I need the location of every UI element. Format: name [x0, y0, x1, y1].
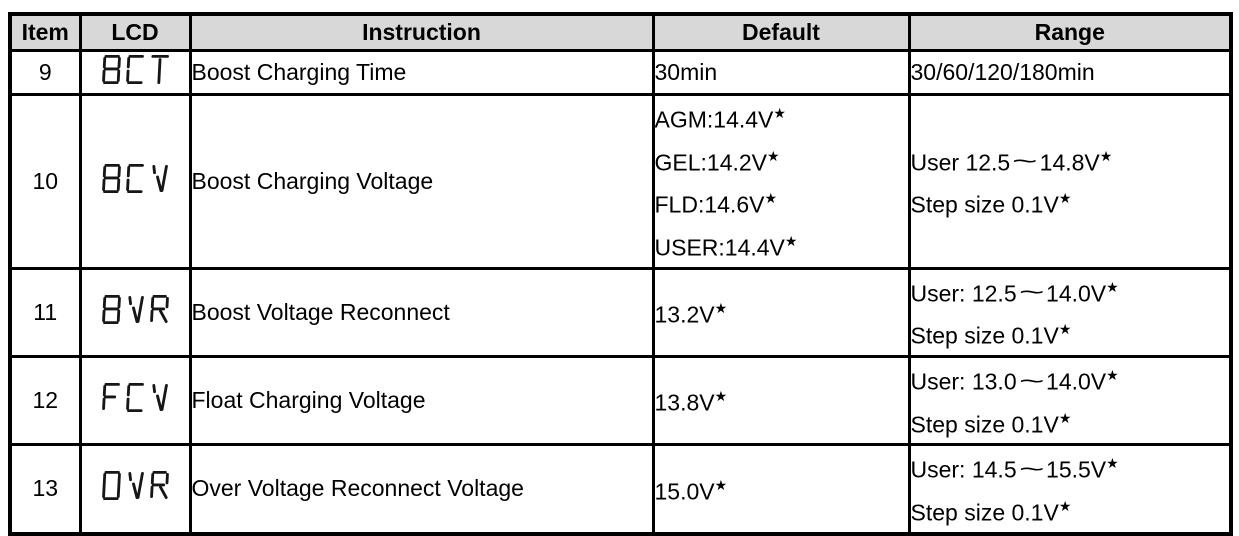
- item-number-cell: 12: [10, 356, 80, 444]
- item-number-cell: 9: [10, 51, 80, 95]
- range-value-line: User: 13.0~14.0V★: [911, 358, 1230, 401]
- range-value-line: User: 12.5~14.0V★: [911, 270, 1230, 313]
- instruction-cell: Float Charging Voltage: [190, 356, 653, 444]
- star-footnote-mark: ★: [1100, 148, 1113, 164]
- range-value-cell: User: 14.5~15.5V★Step size 0.1V★: [909, 445, 1231, 534]
- lcd-cell: [80, 356, 190, 444]
- lcd-char-t: [148, 53, 171, 86]
- star-footnote-mark: ★: [1106, 367, 1119, 383]
- instruction-cell: Boost Charging Time: [190, 51, 653, 95]
- star-footnote-mark: ★: [715, 477, 728, 493]
- instruction-cell: Boost Charging Voltage: [190, 95, 653, 269]
- default-value-line: USER:14.4V★: [655, 224, 908, 267]
- lcd-char-b: [100, 162, 123, 195]
- range-value-line: Step size 0.1V★: [911, 181, 1230, 224]
- lcd-segment-display: [100, 381, 171, 414]
- default-value-line: 13.8V★: [655, 379, 908, 422]
- range-value-line: User: 14.5~15.5V★: [911, 446, 1230, 489]
- column-header-lcd: LCD: [80, 14, 190, 51]
- range-value-line: 30/60/120/180min: [911, 54, 1230, 91]
- instruction-cell: Over Voltage Reconnect Voltage: [190, 445, 653, 534]
- lcd-char-f: [100, 381, 123, 414]
- range-value-cell: User 12.5~14.8V★Step size 0.1V★: [909, 95, 1231, 269]
- lcd-char-c: [124, 53, 147, 86]
- star-footnote-mark: ★: [1106, 455, 1119, 471]
- lcd-cell: [80, 268, 190, 356]
- lcd-cell: [80, 445, 190, 534]
- default-value-line: AGM:14.4V★: [655, 96, 908, 139]
- tilde-range-separator: ~: [1012, 143, 1038, 180]
- lcd-char-v: [124, 469, 147, 502]
- range-value-cell: 30/60/120/180min: [909, 51, 1231, 95]
- default-value-line: GEL:14.2V★: [655, 139, 908, 182]
- star-footnote-mark: ★: [715, 300, 728, 316]
- lcd-cell: [80, 95, 190, 269]
- lcd-char-c: [124, 162, 147, 195]
- lcd-char-c: [124, 381, 147, 414]
- range-value-line: Step size 0.1V★: [911, 489, 1230, 532]
- star-footnote-mark: ★: [715, 388, 728, 404]
- star-footnote-mark: ★: [1059, 410, 1072, 426]
- instruction-cell: Boost Voltage Reconnect: [190, 268, 653, 356]
- lcd-segment-display: [100, 53, 171, 86]
- range-value-line: Step size 0.1V★: [911, 401, 1230, 444]
- tilde-range-separator: ~: [1019, 451, 1045, 488]
- default-value-line: 15.0V★: [655, 468, 908, 511]
- default-value-line: 30min: [655, 54, 908, 91]
- star-footnote-mark: ★: [767, 148, 780, 164]
- default-value-cell: 13.2V★: [653, 268, 909, 356]
- lcd-char-r: [148, 293, 171, 326]
- default-value-cell: 30min: [653, 51, 909, 95]
- range-value-line: Step size 0.1V★: [911, 312, 1230, 355]
- default-value-line: 13.2V★: [655, 291, 908, 334]
- lcd-char-r: [148, 469, 171, 502]
- star-footnote-mark: ★: [1106, 279, 1119, 295]
- lcd-segment-display: [100, 293, 171, 326]
- item-number-cell: 13: [10, 445, 80, 534]
- star-footnote-mark: ★: [764, 190, 777, 206]
- lcd-char-b: [100, 53, 123, 86]
- item-number-cell: 10: [10, 95, 80, 269]
- range-value-cell: User: 13.0~14.0V★Step size 0.1V★: [909, 356, 1231, 444]
- star-footnote-mark: ★: [785, 233, 798, 249]
- range-value-cell: User: 12.5~14.0V★Step size 0.1V★: [909, 268, 1231, 356]
- lcd-segment-display: [100, 162, 171, 195]
- star-footnote-mark: ★: [1059, 498, 1072, 514]
- star-footnote-mark: ★: [773, 105, 786, 121]
- default-value-line: FLD:14.6V★: [655, 181, 908, 224]
- lcd-segment-display: [100, 469, 171, 502]
- star-footnote-mark: ★: [1059, 190, 1072, 206]
- range-value-line: User 12.5~14.8V★: [911, 139, 1230, 182]
- default-value-cell: AGM:14.4V★GEL:14.2V★FLD:14.6V★USER:14.4V…: [653, 95, 909, 269]
- default-value-cell: 15.0V★: [653, 445, 909, 534]
- lcd-cell: [80, 51, 190, 95]
- lcd-char-b: [100, 293, 123, 326]
- default-value-cell: 13.8V★: [653, 356, 909, 444]
- lcd-char-v: [148, 162, 171, 195]
- lcd-char-o: [100, 469, 123, 502]
- star-footnote-mark: ★: [1059, 321, 1072, 337]
- item-number-cell: 11: [10, 268, 80, 356]
- column-header-item: Item: [10, 14, 80, 51]
- column-header-default: Default: [653, 14, 909, 51]
- lcd-char-v: [148, 381, 171, 414]
- lcd-char-v: [124, 293, 147, 326]
- column-header-range: Range: [909, 14, 1231, 51]
- tilde-range-separator: ~: [1019, 363, 1045, 400]
- column-header-instruction: Instruction: [190, 14, 653, 51]
- tilde-range-separator: ~: [1019, 274, 1045, 311]
